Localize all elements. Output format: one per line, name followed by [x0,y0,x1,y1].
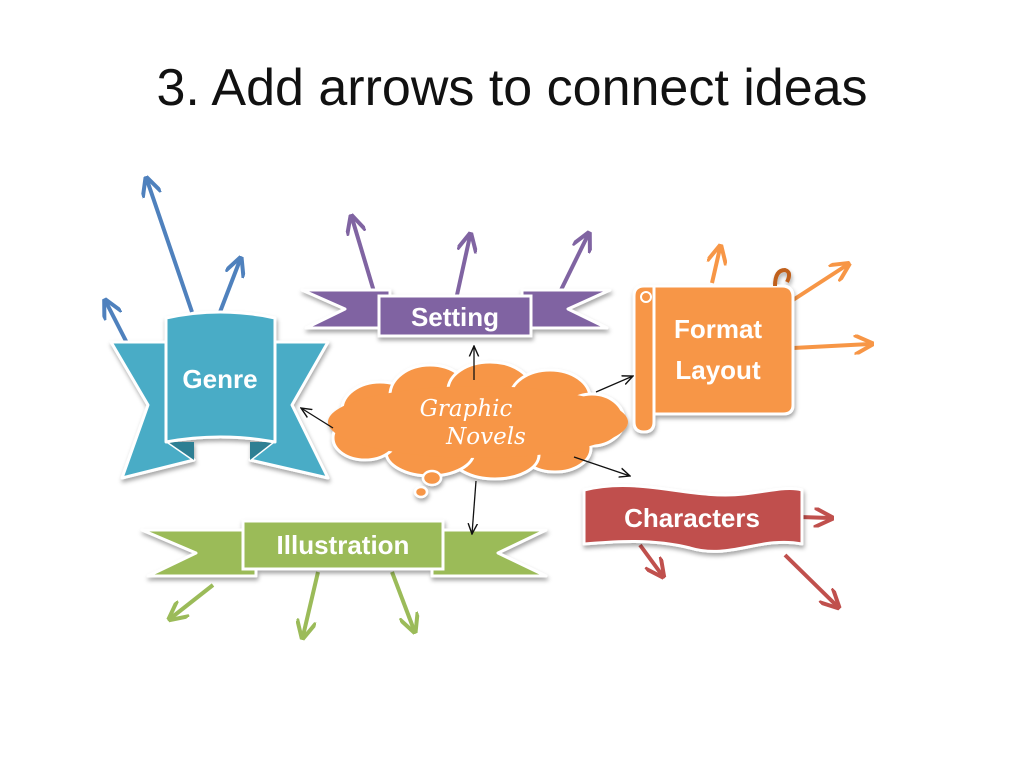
genre-node: Genre [106,180,330,480]
characters-label: Characters [624,503,760,533]
format-scroll [632,267,795,434]
characters-arrow-3 [783,553,837,606]
setting-arrows [352,218,588,296]
center-label-line1: Graphic [420,396,513,422]
setting-arrow-2 [455,236,470,296]
genre-arrow-2 [218,260,240,313]
genre-arrow-3 [106,302,130,346]
format-label-line1: Format [674,314,762,344]
setting-ribbon [300,288,612,338]
genre-arrow-1 [147,180,194,313]
thought-cloud [328,360,628,499]
connector-to-characters [573,456,630,476]
format-node: Format Layout [632,248,870,434]
illustration-arrows [171,571,414,636]
characters-arrow-2 [638,543,662,575]
genre-arrows [106,180,240,346]
setting-label: Setting [411,302,499,332]
format-label-line2: Layout [675,355,761,385]
slide-title: 3. Add arrows to connect ideas [156,59,868,117]
genre-ribbon [109,310,330,480]
illustration-arrow-2 [303,571,320,636]
illustration-arrow-3 [390,571,414,630]
format-arrow-3 [792,344,870,348]
illustration-ribbon [140,519,548,578]
characters-arrow-1 [799,517,830,518]
characters-arrows [638,517,837,606]
format-arrow-2 [791,265,847,302]
illustration-arrow-1 [171,583,215,618]
connector-to-illustration [472,480,476,534]
setting-arrow-3 [558,235,588,293]
center-node: Graphic Novels [328,360,628,499]
connector-to-format [595,376,633,393]
format-arrows [712,248,870,348]
connector-to-genre [301,408,334,429]
center-connectors [301,346,633,534]
format-arrow-1 [712,248,720,284]
characters-node: Characters [582,484,837,606]
setting-node: Setting [300,218,612,338]
illustration-label: Illustration [277,530,410,560]
illustration-node: Illustration [140,519,548,636]
genre-label: Genre [182,364,257,394]
center-label-line2: Novels [445,424,526,450]
setting-arrow-1 [352,218,377,296]
